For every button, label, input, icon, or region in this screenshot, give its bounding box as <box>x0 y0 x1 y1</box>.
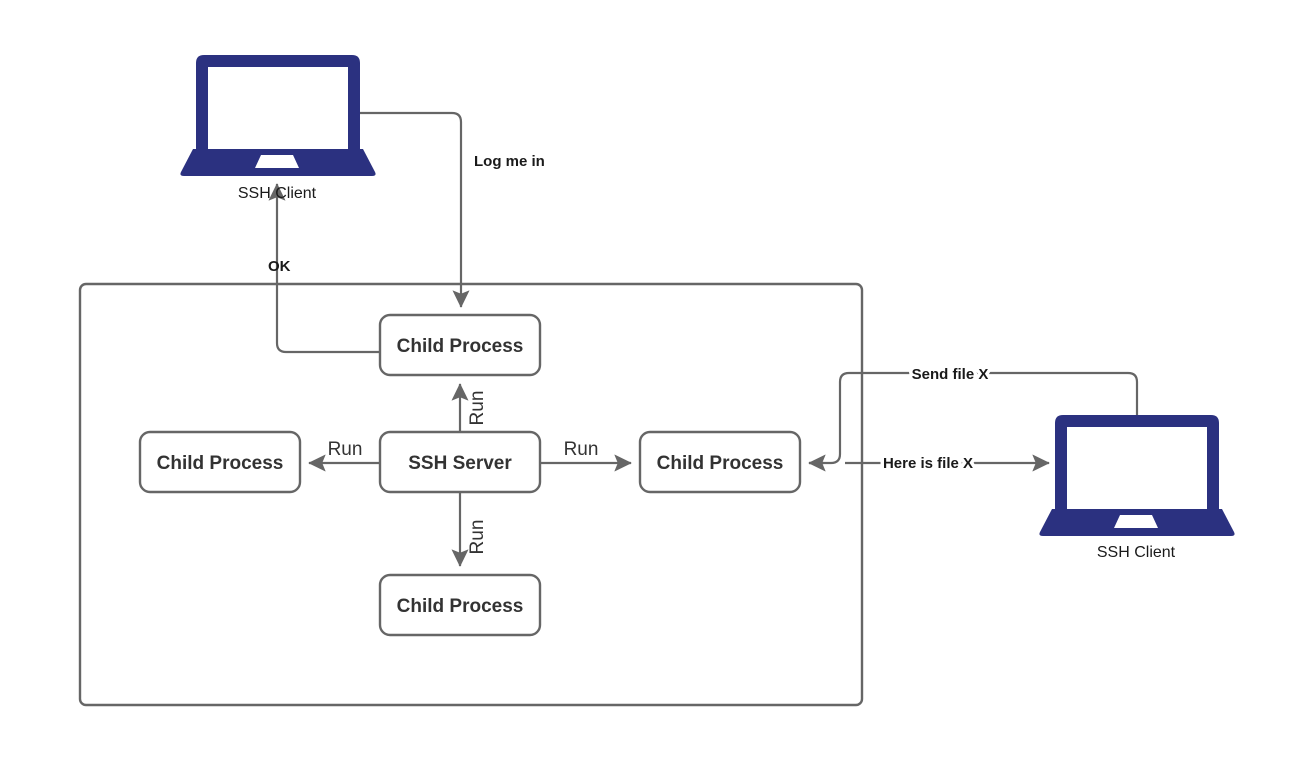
edge-log-me-in: Log me in <box>360 111 545 308</box>
node-child-left-box[interactable] <box>138 430 302 494</box>
device-ssh-client-left-label: SSH Client <box>238 185 317 202</box>
node-child-bottom-label: Child Process <box>397 596 524 617</box>
edge-run-up: Run <box>451 383 488 432</box>
edge-label-ok: OK <box>268 258 291 275</box>
node-child-bottom[interactable]: Child Process <box>378 573 542 637</box>
laptop-icon <box>1039 415 1235 536</box>
edge-run-down: Run <box>451 492 488 567</box>
edge-send-file-x: Send file X <box>809 363 1139 465</box>
device-ssh-client-right[interactable]: SSH Client <box>1039 415 1235 561</box>
node-child-right-box[interactable] <box>638 430 802 494</box>
node-child-top-label: Child Process <box>397 336 524 357</box>
edge-run-right: Run <box>540 439 632 472</box>
edge-label-run-right: Run <box>564 439 599 460</box>
device-ssh-client-right-label: SSH Client <box>1097 544 1176 561</box>
node-ssh-server[interactable]: SSH Server <box>378 430 542 494</box>
edge-label-run-up: Run <box>467 391 488 426</box>
node-child-top-box[interactable] <box>378 313 542 377</box>
node-child-left-label: Child Process <box>157 453 284 474</box>
node-child-left[interactable]: Child Process <box>138 430 302 494</box>
edge-label-here-is-file-x: Here is file X <box>883 455 973 472</box>
node-ssh-server-label: SSH Server <box>408 453 512 474</box>
edge-here-is-file-x: Here is file X <box>845 452 1050 476</box>
node-child-right[interactable]: Child Process <box>638 430 802 494</box>
ssh-server-host-boundary <box>78 282 864 707</box>
edge-label-run-left: Run <box>328 439 363 460</box>
node-child-bottom-box[interactable] <box>378 573 542 637</box>
edge-log-me-in-line <box>360 111 470 308</box>
edge-label-send-file-x: Send file X <box>912 366 989 383</box>
edge-label-run-down: Run <box>467 520 488 555</box>
edge-run-left: Run <box>308 439 380 472</box>
device-ssh-client-left[interactable]: SSH Client <box>180 55 376 202</box>
edge-ok-line <box>268 183 380 354</box>
edge-label-log-me-in: Log me in <box>474 153 545 170</box>
laptop-icon <box>180 55 376 176</box>
edge-send-file-x-line <box>809 371 1139 465</box>
node-child-right-label: Child Process <box>657 453 784 474</box>
edge-ok: OK <box>268 183 380 354</box>
node-ssh-server-box[interactable] <box>378 430 542 494</box>
node-child-top[interactable]: Child Process <box>378 313 542 377</box>
